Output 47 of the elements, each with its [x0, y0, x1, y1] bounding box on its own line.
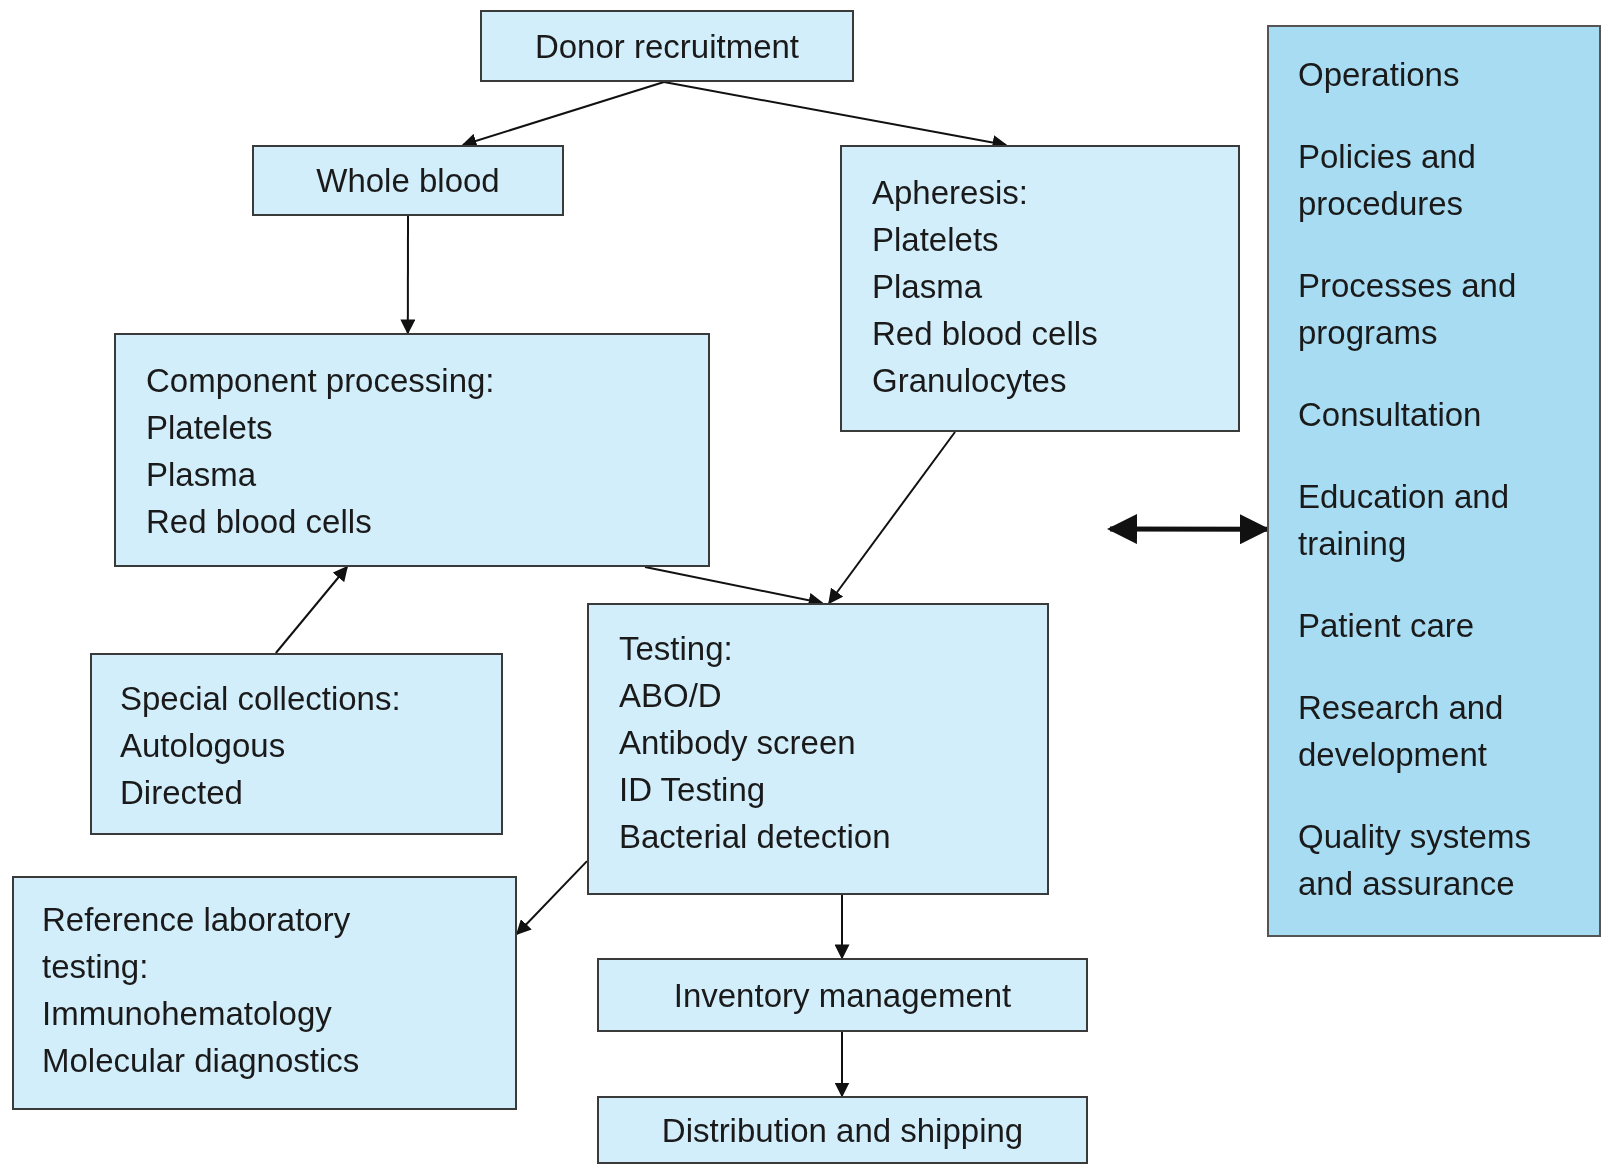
- box-item-text: Red blood cells: [146, 502, 373, 542]
- process-box: [480, 10, 854, 82]
- box-item-text: Platelets: [146, 408, 274, 448]
- arrow: [828, 431, 956, 605]
- box-item-text: Autologous: [120, 726, 287, 766]
- side-panel: [1267, 25, 1601, 937]
- process-box: [12, 876, 517, 1110]
- panel-item-text: Consultation: [1298, 395, 1483, 435]
- arrow: [274, 565, 349, 654]
- box-heading: Inventory management: [673, 975, 1012, 1016]
- box-item-text: ABO/D: [619, 676, 723, 716]
- arrow: [400, 215, 416, 335]
- box-item-text: Plasma: [872, 267, 984, 307]
- process-box: [90, 653, 503, 835]
- box-item-text: ID Testing: [619, 770, 767, 810]
- arrow: [834, 894, 850, 960]
- box-heading: Reference laboratory testing:: [42, 900, 352, 987]
- arrow: [834, 1031, 850, 1098]
- panel-item-text: Research and development: [1298, 688, 1505, 775]
- box-heading: Distribution and shipping: [661, 1110, 1024, 1151]
- box-heading: Apheresis:: [872, 173, 1029, 213]
- panel-item-text: Policies and procedures: [1298, 137, 1477, 224]
- process-box: [840, 145, 1240, 432]
- process-box: [114, 333, 710, 567]
- box-item-text: Granulocytes: [872, 361, 1068, 401]
- box-item-text: Plasma: [146, 455, 258, 495]
- box-heading: Donor recruitment: [534, 26, 800, 67]
- process-box: [597, 958, 1088, 1032]
- panel-item-text: Operations: [1298, 55, 1461, 95]
- box-heading: Whole blood: [316, 161, 500, 201]
- box-item-text: Antibody screen: [619, 723, 857, 763]
- process-box: [587, 603, 1049, 895]
- box-item-text: Molecular diagnostics: [42, 1041, 361, 1081]
- panel-item-text: Quality systems and assurance: [1298, 817, 1532, 904]
- box-item-text: Red blood cells: [872, 314, 1099, 354]
- box-item-text: Bacterial detection: [619, 817, 892, 857]
- process-box: [597, 1096, 1088, 1164]
- panel-item-text: Patient care: [1298, 606, 1476, 646]
- box-item-text: Platelets: [872, 220, 1000, 260]
- box-heading: Special collections:: [120, 679, 402, 719]
- process-box: [252, 145, 564, 216]
- box-heading: Testing:: [619, 629, 734, 669]
- box-item-text: Directed: [120, 773, 244, 813]
- panel-item-text: Education and training: [1298, 477, 1510, 564]
- panel-item-text: Processes and programs: [1298, 266, 1518, 353]
- box-item-text: Immunohematology: [42, 994, 333, 1034]
- box-heading: Component processing:: [146, 361, 496, 401]
